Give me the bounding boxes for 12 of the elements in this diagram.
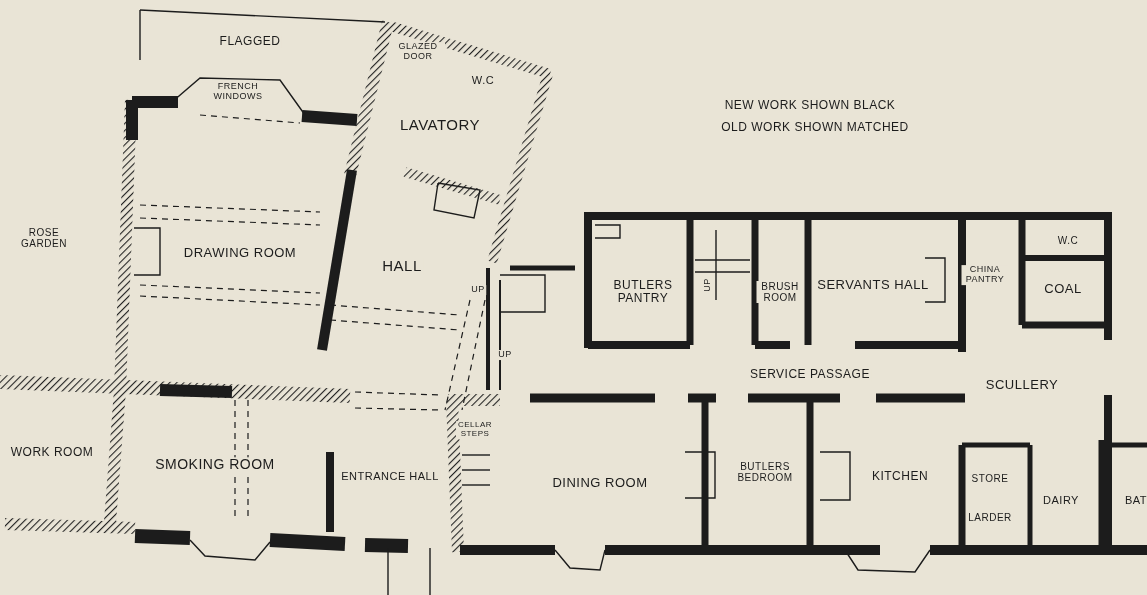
fitting-label: W.C (1056, 234, 1080, 246)
stair-direction-label: UP (703, 277, 713, 293)
room-label: DAIRY (1042, 493, 1080, 507)
room-label: CELLAR STEPS (456, 421, 494, 439)
room-label: SMOKING ROOM (154, 457, 276, 473)
room-label: BAT (1123, 493, 1147, 507)
room-label: LARDER (967, 511, 1013, 523)
stair-direction-label: UP (470, 285, 486, 295)
stair-direction-label: UP (497, 350, 513, 360)
room-label: STORE (970, 472, 1010, 484)
room-label: ENTRANCE HALL (340, 469, 440, 483)
fitting-label: W.C (470, 73, 496, 87)
